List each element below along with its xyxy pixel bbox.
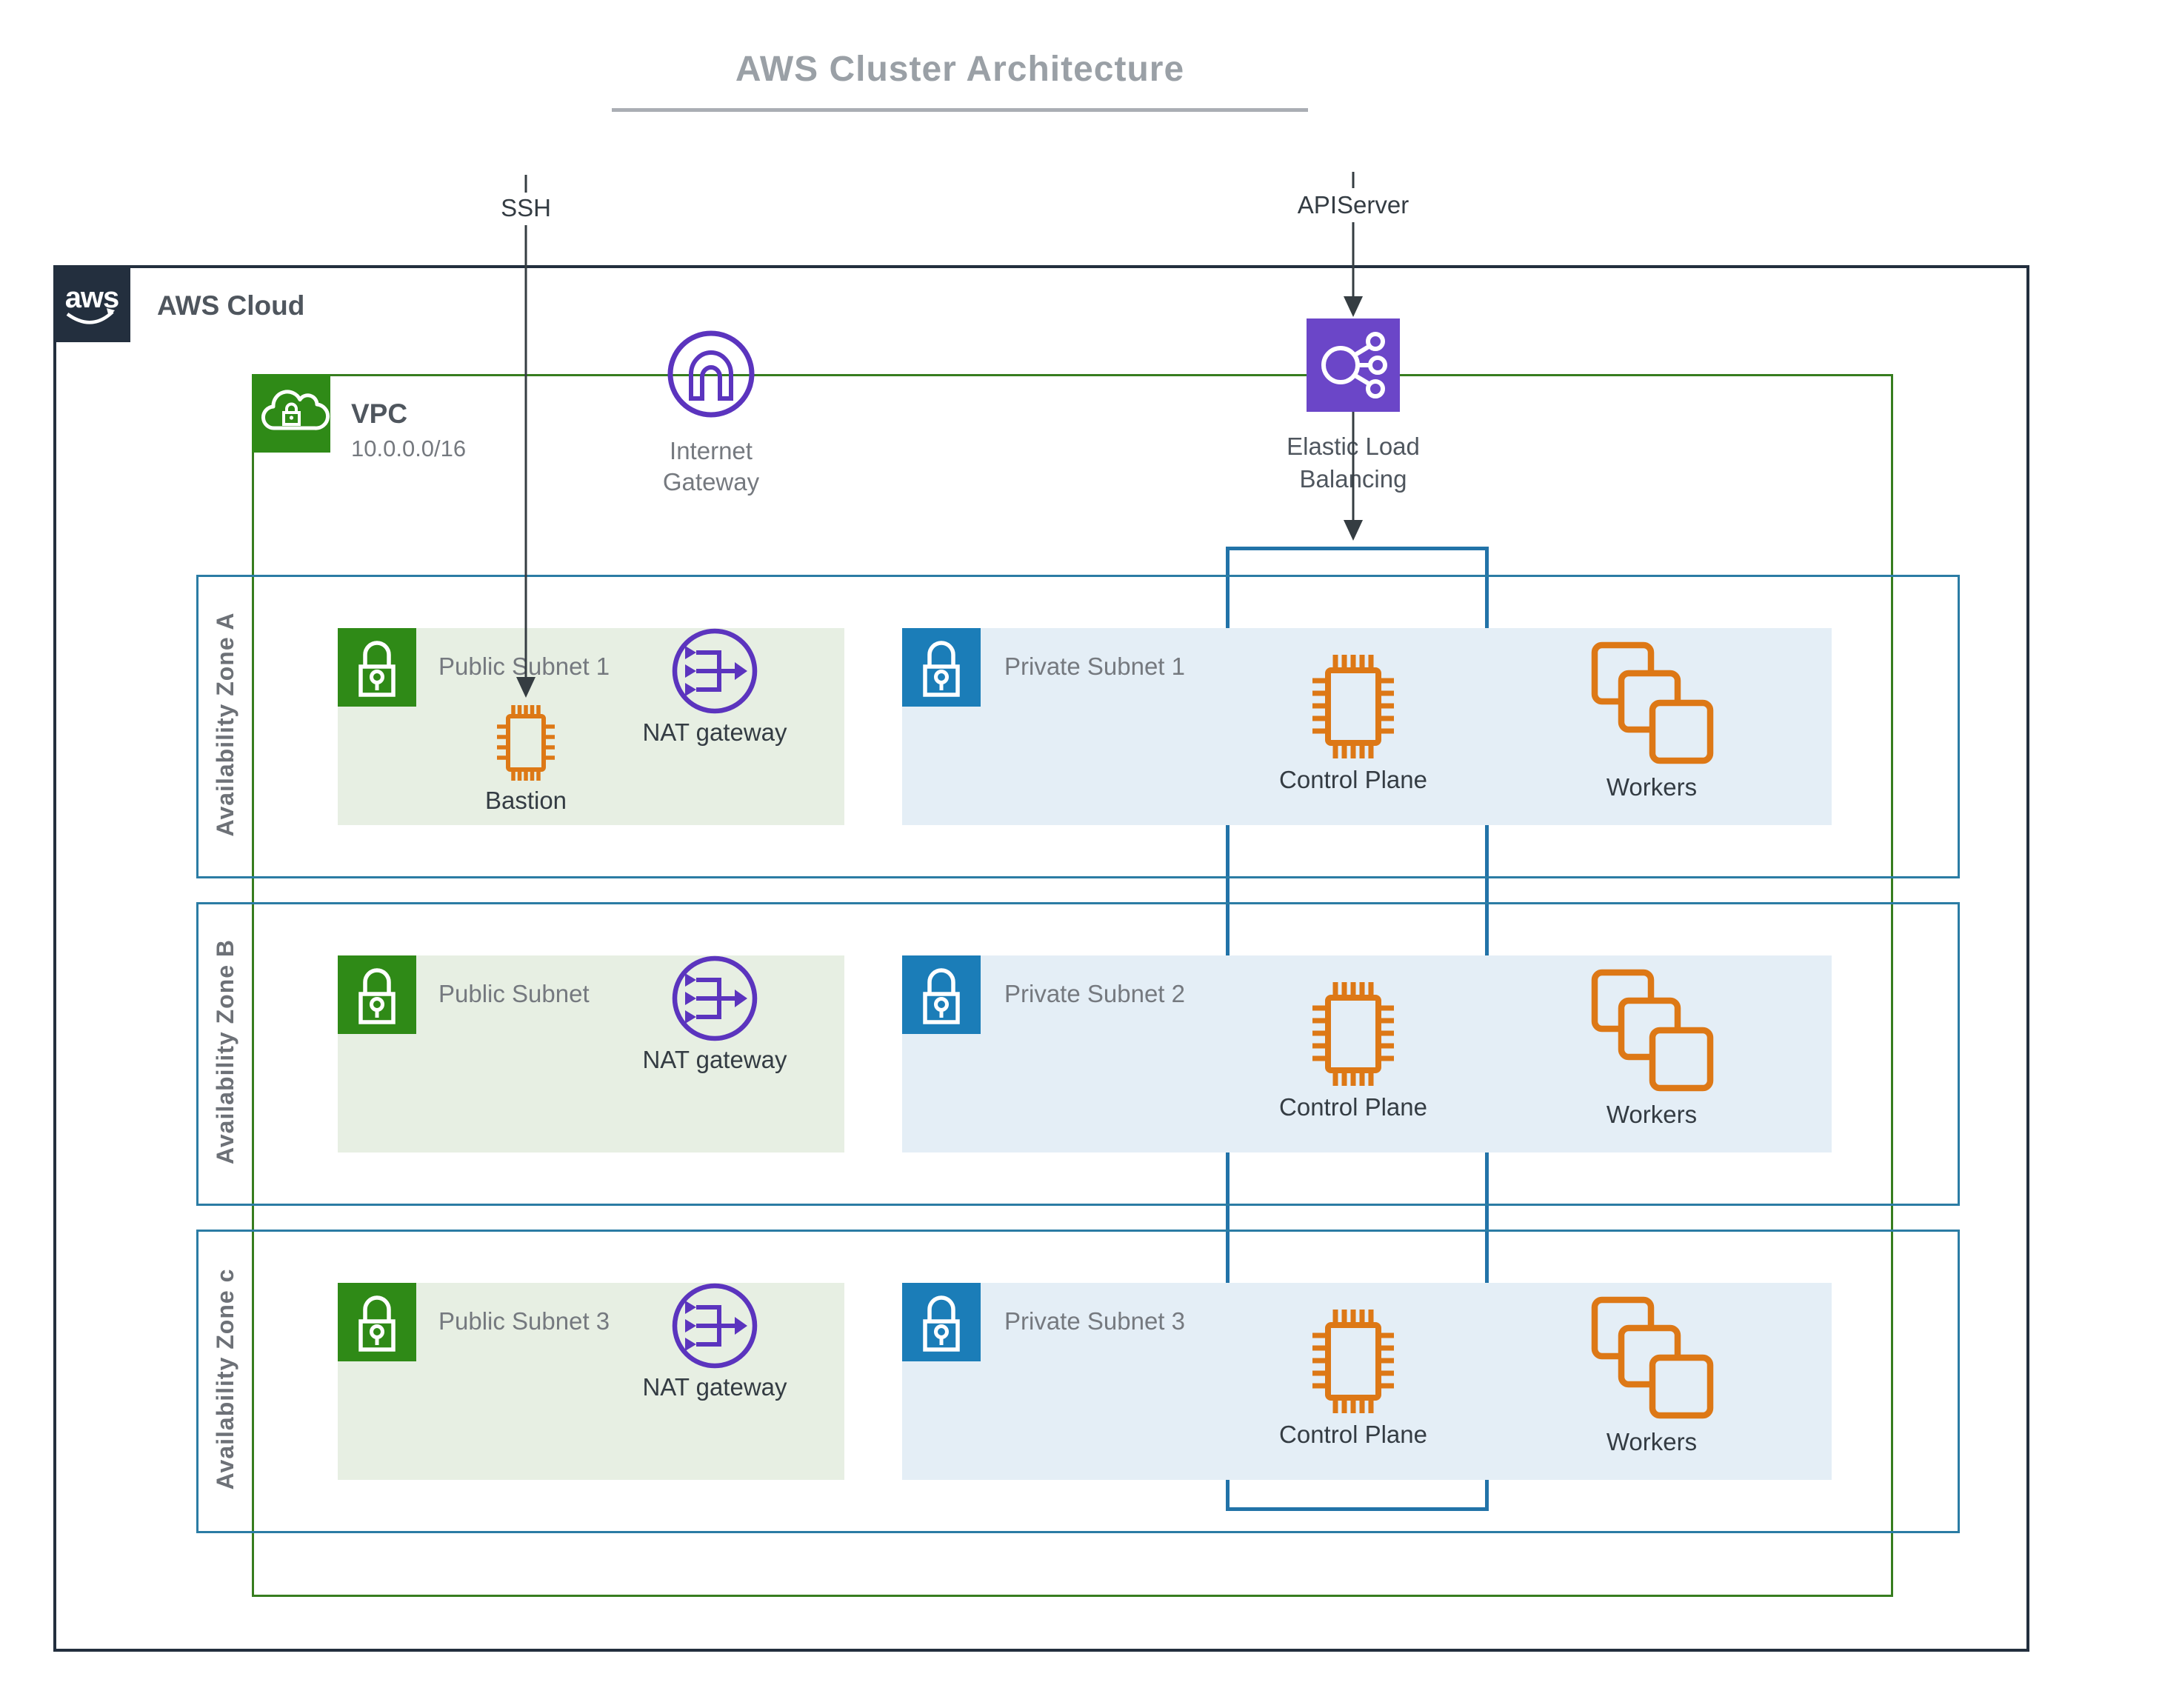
aws-cloud-box — [53, 265, 2029, 1652]
workers-label: Workers — [1606, 1101, 1698, 1128]
title-underline — [612, 108, 1308, 112]
apiserver-label: APIServer — [1297, 191, 1409, 218]
private-subnet-3-label: Private Subnet 3 — [1004, 1307, 1185, 1335]
workers-label: Workers — [1606, 773, 1698, 801]
internet-gateway-label-line1: Internet — [670, 437, 753, 464]
public-subnet-b — [338, 955, 844, 1152]
control-plane-label: Control Plane — [1279, 1093, 1427, 1121]
vpc-box — [252, 374, 1893, 1597]
private-subnet-1-label: Private Subnet 1 — [1004, 653, 1185, 680]
private-subnet-2-label: Private Subnet 2 — [1004, 980, 1185, 1007]
bastion-label: Bastion — [484, 787, 567, 814]
elastic-load-balancing-icon — [1307, 318, 1400, 412]
ssh-arrowhead — [516, 677, 536, 698]
aws-cloud-label: AWS Cloud — [157, 290, 305, 321]
availability-zone-a-box — [196, 575, 1960, 878]
control-plane-label: Control Plane — [1279, 1421, 1427, 1448]
nat-gateway-label: NAT gateway — [642, 718, 787, 746]
availability-zone-b-box — [196, 902, 1960, 1206]
private-subnet-1-lock-icon — [902, 628, 981, 707]
aws-logo-icon: aws — [65, 281, 119, 324]
private-subnet-3-lock-icon — [902, 1283, 981, 1361]
elb-to-cluster-arrowhead — [1344, 520, 1363, 541]
public-subnet-3 — [338, 1283, 844, 1480]
internet-gateway-label-line2: Gateway — [662, 468, 760, 496]
public-subnet-1 — [338, 628, 844, 825]
nat-gateway-label: NAT gateway — [642, 1046, 787, 1073]
public-subnet-1-lock-icon — [338, 628, 416, 707]
ssh-label: SSH — [501, 194, 551, 221]
private-subnet-2-lock-icon — [902, 955, 981, 1034]
availability-zone-c-box — [196, 1230, 1960, 1533]
aws-logo: aws — [53, 265, 130, 342]
vpc-icon — [252, 374, 330, 453]
aws-logo-text: aws — [65, 281, 119, 314]
page-title: AWS Cluster Architecture — [735, 50, 1185, 89]
control-plane-label: Control Plane — [1279, 766, 1427, 793]
vpc-label: VPC — [351, 398, 408, 429]
public-subnet-3-label: Public Subnet 3 — [438, 1307, 610, 1335]
public-subnet-1-label: Public Subnet 1 — [438, 653, 610, 680]
nat-gateway-label: NAT gateway — [642, 1373, 787, 1401]
public-subnet-b-label: Public Subnet — [438, 980, 590, 1007]
public-subnet-b-lock-icon — [338, 955, 416, 1034]
vpc-cidr: 10.0.0.0/16 — [351, 436, 467, 461]
workers-label: Workers — [1606, 1428, 1698, 1455]
apiserver-arrowhead — [1344, 296, 1363, 317]
public-subnet-3-lock-icon — [338, 1283, 416, 1361]
